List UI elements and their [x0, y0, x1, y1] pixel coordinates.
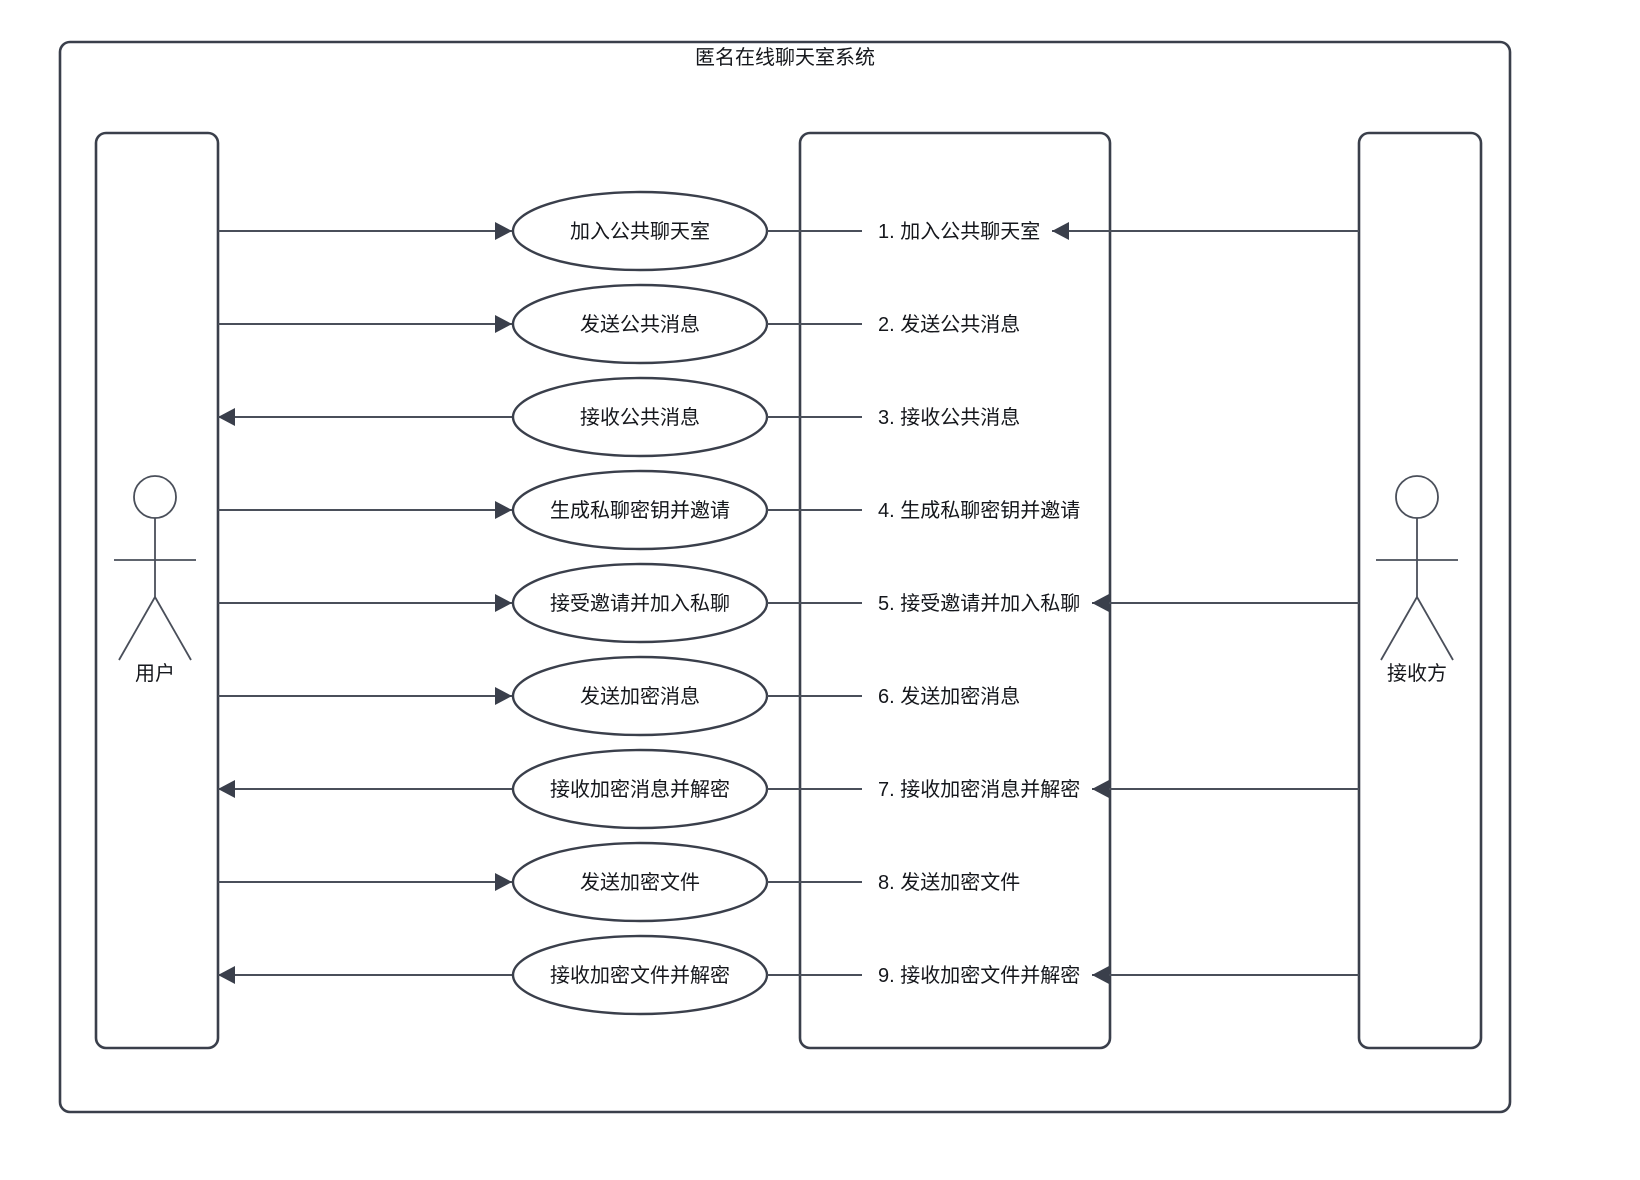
use-case-number-label: 6. 发送加密消息: [878, 685, 1020, 708]
use-case-number-label: 2. 发送公共消息: [878, 313, 1020, 336]
use-case-row: 加入公共聊天室 1. 加入公共聊天室: [218, 190, 1359, 272]
use-case-number-label: 4. 生成私聊密钥并邀请: [878, 499, 1080, 522]
left-actor-lane: [94, 131, 220, 1050]
left-association: [218, 501, 512, 519]
left-association: [218, 408, 512, 426]
use-case-row: 生成私聊密钥并邀请 4. 生成私聊密钥并邀请: [218, 469, 1080, 551]
right-association: [1092, 780, 1359, 798]
use-case-row: 接收公共消息 3. 接收公共消息: [218, 376, 1020, 458]
use-case-title: 接受邀请并加入私聊: [550, 592, 730, 615]
use-case-row: 接收加密文件并解密 9. 接收加密文件并解密: [218, 934, 1359, 1016]
right-association: [1092, 966, 1359, 984]
use-case-row: 发送加密文件 8. 发送加密文件: [218, 841, 1020, 923]
left-association: [218, 594, 512, 612]
use-case-title: 发送公共消息: [580, 313, 700, 336]
actor-leg-left-icon: [118, 596, 156, 661]
left-association: [218, 222, 512, 240]
use-case-number-label: 1. 加入公共聊天室: [878, 220, 1040, 243]
use-case-number-label: 8. 发送加密文件: [878, 871, 1020, 894]
left-association: [218, 315, 512, 333]
use-case-row: 接收加密消息并解密 7. 接收加密消息并解密: [218, 748, 1359, 830]
user-actor-label: 用户: [135, 662, 175, 685]
system-title: 匿名在线聊天室系统: [695, 46, 875, 69]
use-case-row: 接受邀请并加入私聊 5. 接受邀请并加入私聊: [218, 562, 1359, 644]
use-case-title: 加入公共聊天室: [570, 220, 710, 243]
actor-leg-right-icon: [1416, 596, 1454, 661]
receiver-actor-label: 接收方: [1387, 662, 1447, 685]
use-case-title: 发送加密消息: [580, 685, 700, 708]
use-case-title: 接收加密文件并解密: [550, 964, 730, 987]
use-case-number-label: 9. 接收加密文件并解密: [878, 964, 1080, 987]
center-label-lane: [798, 131, 1112, 1050]
use-case-number-label: 5. 接受邀请并加入私聊: [878, 592, 1080, 615]
use-case-title: 接收公共消息: [580, 406, 700, 429]
user-actor: 用户: [114, 475, 196, 685]
use-case-row: 发送加密消息 6. 发送加密消息: [218, 655, 1020, 737]
left-association: [218, 966, 512, 984]
use-case-row: 发送公共消息 2. 发送公共消息: [218, 283, 1020, 365]
actor-leg-right-icon: [154, 596, 192, 661]
left-association: [218, 873, 512, 891]
receiver-actor: 接收方: [1376, 475, 1458, 685]
use-case-title: 接收加密消息并解密: [550, 778, 730, 801]
right-actor-lane: [1357, 131, 1483, 1050]
right-association: [1092, 594, 1359, 612]
use-case-title: 生成私聊密钥并邀请: [550, 499, 730, 522]
actor-leg-left-icon: [1380, 596, 1418, 661]
use-case-number-label: 3. 接收公共消息: [878, 406, 1020, 429]
left-association: [218, 687, 512, 705]
right-association: [1052, 222, 1359, 240]
system-boundary: [58, 40, 1512, 1114]
use-case-number-label: 7. 接收加密消息并解密: [878, 778, 1080, 801]
left-association: [218, 780, 512, 798]
use-case-title: 发送加密文件: [580, 871, 700, 894]
